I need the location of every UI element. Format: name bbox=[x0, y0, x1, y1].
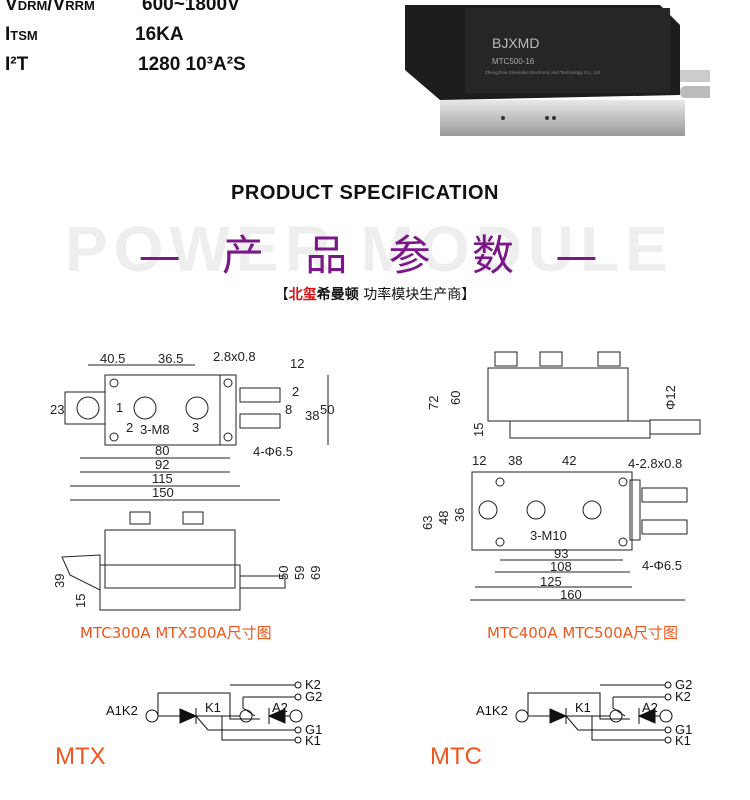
tabs-label: 4-2.8x0.8 bbox=[628, 456, 682, 471]
dim-label: 92 bbox=[155, 457, 169, 472]
dim-label: 2 bbox=[292, 384, 299, 399]
dim-label: 15 bbox=[471, 423, 486, 437]
tagline: 【北玺希曼顿 功率模块生产商】 bbox=[274, 287, 476, 303]
dim-label: 72 bbox=[426, 396, 441, 410]
pin-label: A1K2 bbox=[476, 703, 508, 718]
right-dimension-drawing: 72 60 15 Φ12 12 38 42 4-2.8x0.8 63 48 36… bbox=[420, 351, 701, 602]
pin-label: K1 bbox=[305, 733, 321, 748]
pin-label: A1K2 bbox=[106, 703, 138, 718]
pin-label: K1 bbox=[575, 700, 591, 715]
dim-label: 80 bbox=[155, 443, 169, 458]
dim-label: 50 bbox=[320, 402, 334, 417]
terminal-label: 3 bbox=[192, 420, 199, 435]
spec-value-i2t: 1280 10³A²S bbox=[138, 54, 246, 75]
dim-label: 15 bbox=[73, 594, 88, 608]
dim-label: 2.8x0.8 bbox=[213, 349, 256, 364]
dim-label: 36.5 bbox=[158, 351, 183, 366]
dim-label: 125 bbox=[540, 574, 562, 589]
pin-label: K1 bbox=[205, 700, 221, 715]
pin-label: K2 bbox=[675, 689, 691, 704]
section-title-en: PRODUCT SPECIFICATION bbox=[231, 182, 499, 204]
holes-label: 4-Φ6.5 bbox=[642, 558, 682, 573]
mtx-label: MTX bbox=[55, 743, 106, 770]
spec-label-vdrm: VDRM/VRRM bbox=[5, 0, 95, 15]
thread-label: 3-M8 bbox=[140, 422, 170, 437]
mtc-label: MTC bbox=[430, 743, 482, 770]
dim-label: 12 bbox=[290, 356, 304, 371]
dim-label: 63 bbox=[420, 516, 435, 530]
watermark: POWER MODULE bbox=[65, 213, 674, 285]
pin-label: G2 bbox=[675, 677, 692, 692]
pin-label: A2 bbox=[642, 700, 658, 715]
photo-model: MTC500-16 bbox=[492, 57, 535, 66]
mtc-schematic: A1K2 K1 A2 G2 K2 G1 K1 bbox=[476, 677, 692, 748]
pin-label: G1 bbox=[305, 722, 322, 737]
pin-label: G1 bbox=[675, 722, 692, 737]
left-dimension-drawing: 40.5 36.5 2.8x0.8 12 23 8 38 50 2 1 2 3 … bbox=[50, 349, 334, 611]
pin-label: G2 bbox=[305, 689, 322, 704]
pin-label: A2 bbox=[272, 700, 288, 715]
spec-value-vdrm: 600~1800V bbox=[142, 0, 240, 15]
dim-label: 115 bbox=[152, 471, 173, 486]
dim-label: 36 bbox=[452, 508, 467, 522]
dim-label: 93 bbox=[554, 546, 568, 561]
dim-label: Φ12 bbox=[663, 385, 678, 410]
dim-label: 23 bbox=[50, 402, 64, 417]
base-plate bbox=[440, 100, 685, 136]
dim-label: 48 bbox=[436, 511, 451, 525]
spec-label-i2t: I²T bbox=[5, 54, 29, 75]
dim-label: 39 bbox=[52, 574, 67, 588]
holes-label: 4-Φ6.5 bbox=[253, 444, 293, 459]
dim-label: 42 bbox=[562, 453, 576, 468]
photo-brand: BJXMD bbox=[492, 35, 539, 51]
dim-label: 8 bbox=[285, 402, 292, 417]
dim-label: 38 bbox=[508, 453, 522, 468]
spec-value-itsm: 16KA bbox=[135, 24, 184, 45]
product-photo: BJXMD MTC500-16 Zhengzhou Ximendun Elect… bbox=[405, 5, 710, 136]
terminal-label: 1 bbox=[116, 400, 123, 415]
photo-maker: Zhengzhou Ximendun Electronic and Techno… bbox=[485, 70, 600, 75]
dim-label: 60 bbox=[448, 391, 463, 405]
terminal-label: 2 bbox=[126, 420, 133, 435]
section-title-cn: — 产 品 参 数 — bbox=[138, 231, 612, 280]
dim-label: 150 bbox=[152, 485, 174, 500]
dim-label: 160 bbox=[560, 587, 582, 602]
dim-label: 50 bbox=[276, 566, 291, 580]
dim-label: 59 bbox=[292, 566, 307, 580]
right-caption: MTC400A MTC500A尺寸图 bbox=[487, 624, 678, 642]
mtx-schematic: A1K2 K1 A2 K2 G2 G1 K1 bbox=[106, 677, 322, 748]
dim-label: 38 bbox=[305, 408, 319, 423]
left-caption: MTC300A MTX300A尺寸图 bbox=[80, 624, 272, 642]
pin-label: K2 bbox=[305, 677, 321, 692]
thread-label: 3-M10 bbox=[530, 528, 567, 543]
spec-label-itsm: ITSM bbox=[5, 24, 38, 45]
pin-label: K1 bbox=[675, 733, 691, 748]
dim-label: 69 bbox=[308, 566, 323, 580]
dim-label: 40.5 bbox=[100, 351, 125, 366]
dim-label: 108 bbox=[550, 559, 572, 574]
dim-label: 12 bbox=[472, 453, 486, 468]
